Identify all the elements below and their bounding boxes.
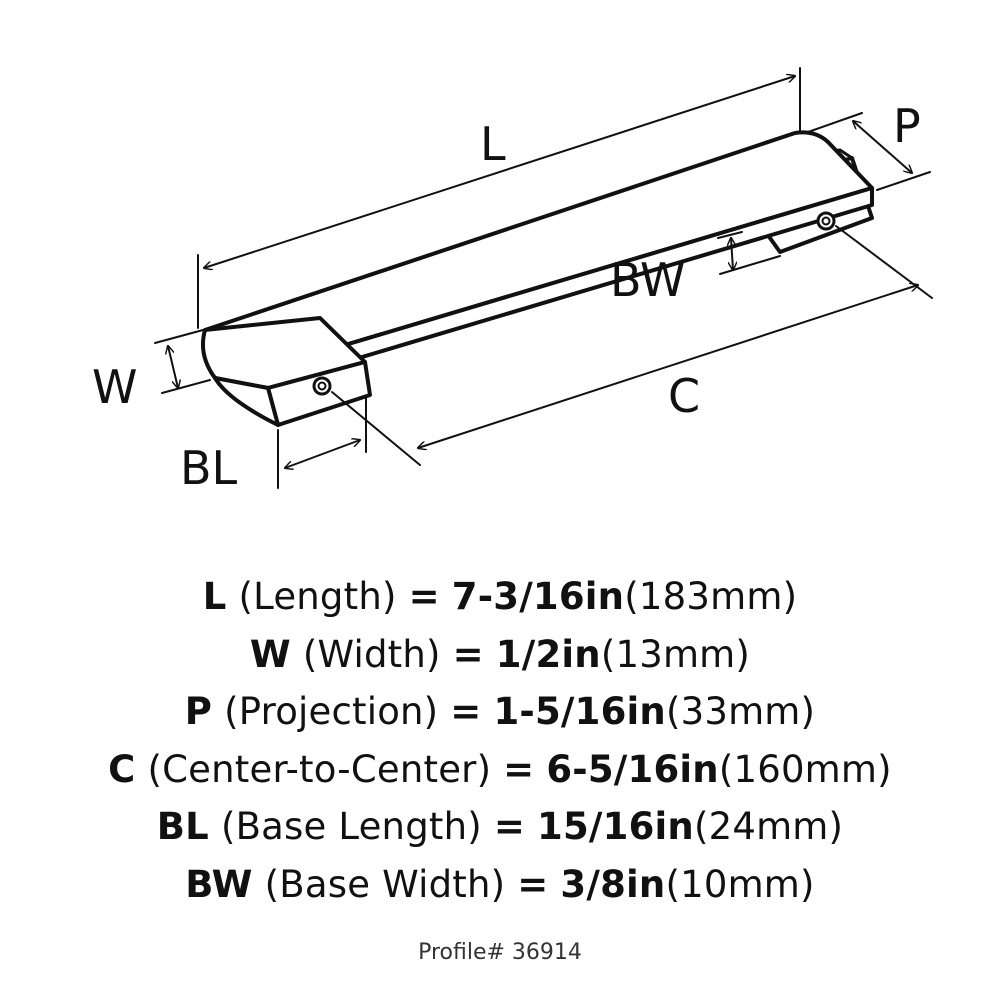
BW-extension-top xyxy=(717,231,743,239)
spec-row-base-width: BW (Base Width) = 3/8in(10mm) xyxy=(0,856,1000,914)
label-W: W xyxy=(92,360,137,414)
P-extension-top xyxy=(807,112,863,133)
spec-row-base-length: BL (Base Length) = 15/16in(24mm) xyxy=(0,798,1000,856)
spec-row-center-to-center: C (Center-to-Center) = 6-5/16in(160mm) xyxy=(0,741,1000,799)
W-extension-top xyxy=(154,329,204,344)
L-dimension-line xyxy=(204,76,795,268)
BL-dimension-line xyxy=(285,440,360,468)
spec-row-projection: P (Projection) = 1-5/16in(33mm) xyxy=(0,683,1000,741)
spec-name: (Width) xyxy=(302,632,441,676)
spec-imperial: 3/8in xyxy=(560,862,666,906)
spec-equals: = xyxy=(503,747,535,791)
spec-name: (Base Length) xyxy=(220,805,482,848)
spec-imperial: 7-3/16in xyxy=(451,575,625,618)
spec-symbol: P xyxy=(184,690,213,733)
spec-name: (Length) xyxy=(238,575,397,618)
right-screw-hole-inner xyxy=(821,216,831,226)
spec-equals: = xyxy=(450,690,482,733)
left-screw-hole-inner xyxy=(317,381,327,391)
P-dimension-line xyxy=(853,121,912,173)
spec-imperial: 15/16in xyxy=(537,805,694,848)
spec-name: (Base Width) xyxy=(264,862,506,906)
C-dimension-line xyxy=(418,285,918,448)
spec-symbol: BW xyxy=(185,862,253,906)
spec-name: (Projection) xyxy=(224,690,439,733)
C-extension-right xyxy=(835,225,933,299)
label-C: C xyxy=(668,369,700,423)
left-post-side-face xyxy=(213,376,280,427)
BW-extension-bottom xyxy=(719,255,781,275)
P-extension-bottom xyxy=(876,171,931,191)
cabinet-pull-drawing xyxy=(201,130,874,427)
spec-equals: = xyxy=(517,862,549,906)
label-BL: BL xyxy=(180,441,238,495)
label-P: P xyxy=(893,99,921,153)
spec-metric: (33mm) xyxy=(665,690,816,733)
spec-symbol: C xyxy=(108,747,136,791)
spec-symbol: W xyxy=(249,632,291,676)
BW-dimension-line xyxy=(731,238,733,270)
profile-number: Profile# 36914 xyxy=(418,940,582,965)
spec-metric: (183mm) xyxy=(624,575,798,618)
spec-equals: = xyxy=(408,575,440,618)
spec-metric: (13mm) xyxy=(600,632,751,676)
spec-name: (Center-to-Center) xyxy=(147,747,492,791)
spec-imperial: 1-5/16in xyxy=(493,690,666,733)
dimension-spec-list: L (Length) = 7-3/16in(183mm) W (Width) =… xyxy=(0,568,1000,913)
spec-equals: = xyxy=(493,805,526,848)
spec-equals: = xyxy=(452,632,484,676)
W-dimension-line xyxy=(168,346,178,388)
spec-symbol: L xyxy=(202,575,227,618)
spec-metric: (160mm) xyxy=(718,747,892,791)
label-L: L xyxy=(480,117,506,171)
spec-row-length: L (Length) = 7-3/16in(183mm) xyxy=(0,568,1000,626)
handle-dimension-diagram: L P BW W C BL xyxy=(92,67,933,495)
W-extension-bottom xyxy=(161,379,211,394)
spec-metric: (10mm) xyxy=(665,862,815,906)
spec-symbol: BL xyxy=(156,805,209,848)
dimension-lines xyxy=(154,67,933,489)
spec-imperial: 6-5/16in xyxy=(546,747,719,791)
spec-row-width: W (Width) = 1/2in(13mm) xyxy=(0,626,1000,684)
spec-imperial: 1/2in xyxy=(495,632,601,676)
spec-metric: (24mm) xyxy=(693,805,844,848)
label-BW: BW xyxy=(610,253,685,307)
C-extension-left xyxy=(331,391,421,466)
